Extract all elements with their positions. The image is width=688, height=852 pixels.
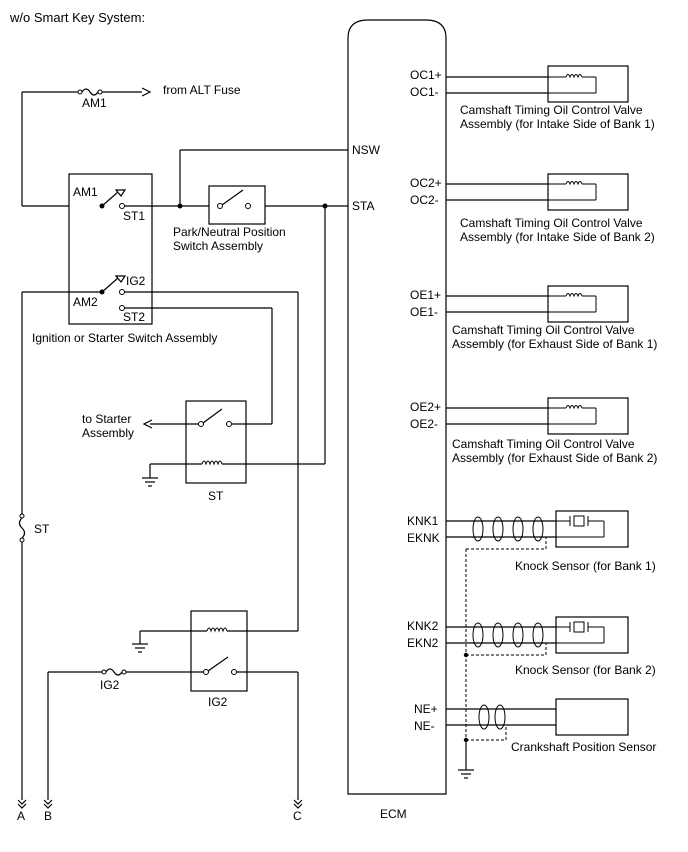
ecm-box (347, 19, 447, 795)
st-fuse-label: ST (34, 522, 50, 536)
ignition-switch-box (68, 173, 153, 325)
ign-am1-label: AM1 (73, 185, 98, 199)
ecm-pin-nem: NE- (414, 719, 435, 733)
ecm-pin-oe1m: OE1- (410, 305, 438, 319)
ign-am2-label: AM2 (73, 295, 98, 309)
ocv1-label-line2: Assembly (for Intake Side of Bank 1) (460, 117, 655, 131)
ecm-pin-oe2p: OE2+ (410, 400, 441, 414)
ign-st1-label: ST1 (123, 209, 145, 223)
ecm-pin-sta: STA (352, 199, 374, 213)
from-alt-label: from ALT Fuse (163, 83, 241, 97)
am2-switch-contact (22, 275, 298, 311)
ocv-bank1-intake (446, 65, 629, 103)
ig2-relay-box (190, 610, 248, 692)
crank-sensor-label: Crankshaft Position Sensor (511, 740, 656, 754)
ocv-bank1-exhaust (446, 285, 629, 323)
starter-label-line2: Assembly (82, 426, 134, 440)
pnp-switch-contact (217, 189, 348, 209)
pnp-switch-box (208, 185, 266, 225)
ecm-pin-oc2m: OC2- (410, 193, 439, 207)
ig2-relay-label: IG2 (208, 695, 228, 709)
ocv1-label-line1: Camshaft Timing Oil Control Valve (460, 103, 643, 117)
connector-a: A (17, 809, 25, 823)
ecm-pin-knk2: KNK2 (407, 619, 439, 633)
ocv4-label-line2: Assembly (for Exhaust Side of Bank 2) (452, 451, 657, 465)
starter-label-line1: to Starter (82, 412, 131, 426)
ecm-label: ECM (380, 807, 407, 821)
ecm-pin-knk1: KNK1 (407, 514, 439, 528)
ign-ig2-label: IG2 (126, 274, 146, 288)
ignition-switch-label: Ignition or Starter Switch Assembly (32, 331, 217, 345)
ecm-pin-oe1p: OE1+ (410, 288, 441, 302)
connector-b: B (44, 809, 52, 823)
knock-sensor-bank1 (446, 510, 629, 584)
knock-sensor2-label: Knock Sensor (for Bank 2) (515, 663, 656, 677)
ecm-pin-oe2m: OE2- (410, 417, 438, 431)
knock-sensor-bank2 (446, 584, 629, 740)
ocv2-label-line1: Camshaft Timing Oil Control Valve (460, 216, 643, 230)
ecm-pin-ekn2: EKN2 (407, 636, 439, 650)
ecm-pin-nep: NE+ (414, 702, 438, 716)
pnp-label-line1: Park/Neutral Position (173, 225, 286, 239)
st-relay-box (185, 400, 247, 484)
ecm-pin-eknk: EKNK (407, 531, 440, 545)
st-relay-switch (142, 308, 273, 429)
ocv-bank2-intake (446, 173, 629, 211)
ig2-fuse-label: IG2 (100, 678, 120, 692)
ocv4-label-line1: Camshaft Timing Oil Control Valve (452, 437, 635, 451)
pnp-label-line2: Switch Assembly (173, 239, 263, 253)
ecm-pin-oc1p: OC1+ (410, 68, 442, 82)
ecm-pin-oc2p: OC2+ (410, 176, 442, 190)
am1-switch-contact (99, 189, 209, 209)
ocv3-label-line1: Camshaft Timing Oil Control Valve (452, 323, 635, 337)
ig2-relay-switch (43, 656, 303, 809)
am1-fuse-label: AM1 (82, 96, 107, 110)
ecm-pin-nsw: NSW (352, 143, 381, 157)
crankshaft-position-sensor (446, 698, 629, 779)
st-fuse (17, 292, 27, 809)
st-relay-label: ST (208, 489, 224, 503)
ocv-bank2-exhaust (446, 397, 629, 435)
ign-st2-label: ST2 (123, 310, 145, 324)
st-relay-coil (142, 206, 326, 487)
ocv3-label-line2: Assembly (for Exhaust Side of Bank 1) (452, 337, 657, 351)
knock-sensor1-label: Knock Sensor (for Bank 1) (515, 559, 656, 573)
ecm-pin-oc1m: OC1- (410, 85, 439, 99)
connector-c: C (293, 809, 302, 823)
nsw-wire (177, 149, 348, 209)
ocv2-label-line2: Assembly (for Intake Side of Bank 2) (460, 230, 655, 244)
ig2-relay-coil (132, 292, 299, 653)
diagram-title: w/o Smart Key System: (9, 10, 145, 25)
